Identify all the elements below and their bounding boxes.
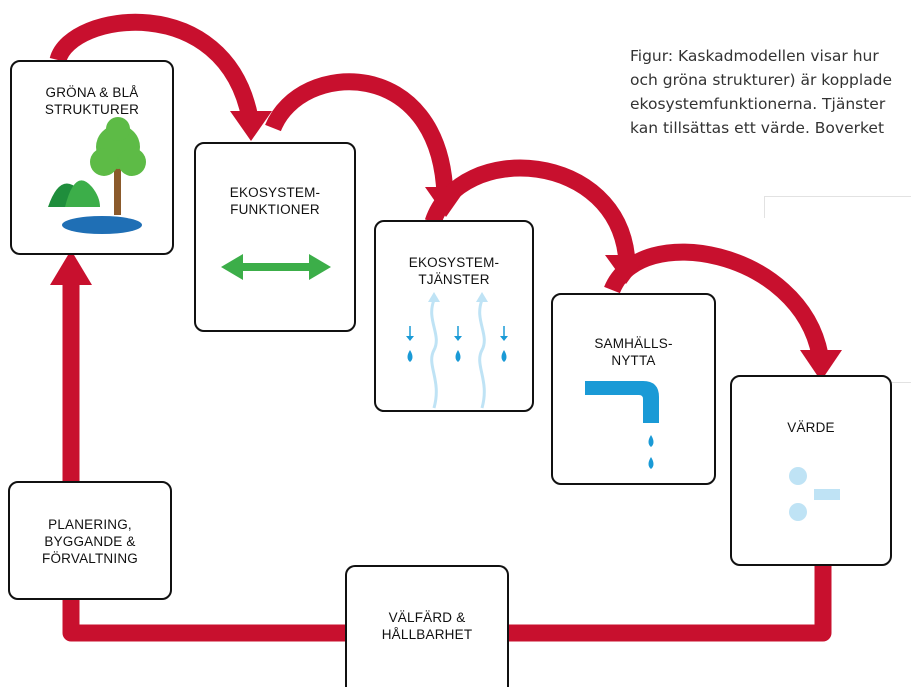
arc-arrow-2 [265, 73, 454, 196]
box-valfard-hallbarhet: VÄLFÄRD & HÅLLBARHET [345, 565, 509, 687]
box-label: VÄRDE [787, 420, 835, 435]
box-ekosystemfunktioner: EKOSYSTEM- FUNKTIONER [194, 142, 356, 332]
box-label: GRÖNA & BLÅ STRUKTURER [44, 85, 140, 117]
divider-line [890, 382, 911, 383]
box-label: EKOSYSTEM- FUNKTIONER [229, 185, 321, 217]
divider-line [764, 196, 911, 197]
box-label: SAMHÄLLS- NYTTA [594, 336, 673, 368]
arrowhead-up [50, 250, 92, 285]
caption-line: och gröna strukturer) är kopplade [630, 71, 893, 89]
caption-line: kan tillsättas ett värde. Boverket [630, 119, 885, 137]
arc-arrow-1 [49, 13, 259, 120]
divider-line [764, 196, 765, 218]
box-varde: VÄRDE [730, 375, 892, 566]
box-label: EKOSYSTEM- TJÄNSTER [408, 255, 500, 287]
box-samhallsnytta: SAMHÄLLS- NYTTA [551, 293, 716, 485]
water-tap-icon [585, 381, 659, 469]
arrowhead-1 [230, 111, 272, 141]
box-label: VÄLFÄRD & HÅLLBARHET [381, 610, 473, 642]
box-planering: PLANERING, BYGGANDE & FÖRVALTNING [8, 481, 172, 600]
division-symbol-icon [789, 467, 840, 521]
caption-line: Figur: Kaskadmodellen visar hur [630, 47, 879, 65]
double-arrow-icon [221, 254, 331, 280]
arrowhead-2 [425, 187, 467, 217]
tree-hills-pond-icon [48, 117, 146, 234]
arrowhead-4 [800, 350, 842, 381]
evaporation-rain-icon [406, 292, 508, 409]
box-grona-bla-strukturer: GRÖNA & BLÅ STRUKTURER [10, 60, 174, 255]
caption-line: ekosystemfunktionerna. Tjänster [630, 95, 886, 113]
box-ekosystemtjanster: EKOSYSTEM- TJÄNSTER [374, 220, 534, 412]
box-label: PLANERING, BYGGANDE & FÖRVALTNING [42, 517, 138, 566]
arrowhead-3 [605, 255, 647, 284]
figure-caption: Figur: Kaskadmodellen visar hur och grön… [630, 44, 911, 140]
